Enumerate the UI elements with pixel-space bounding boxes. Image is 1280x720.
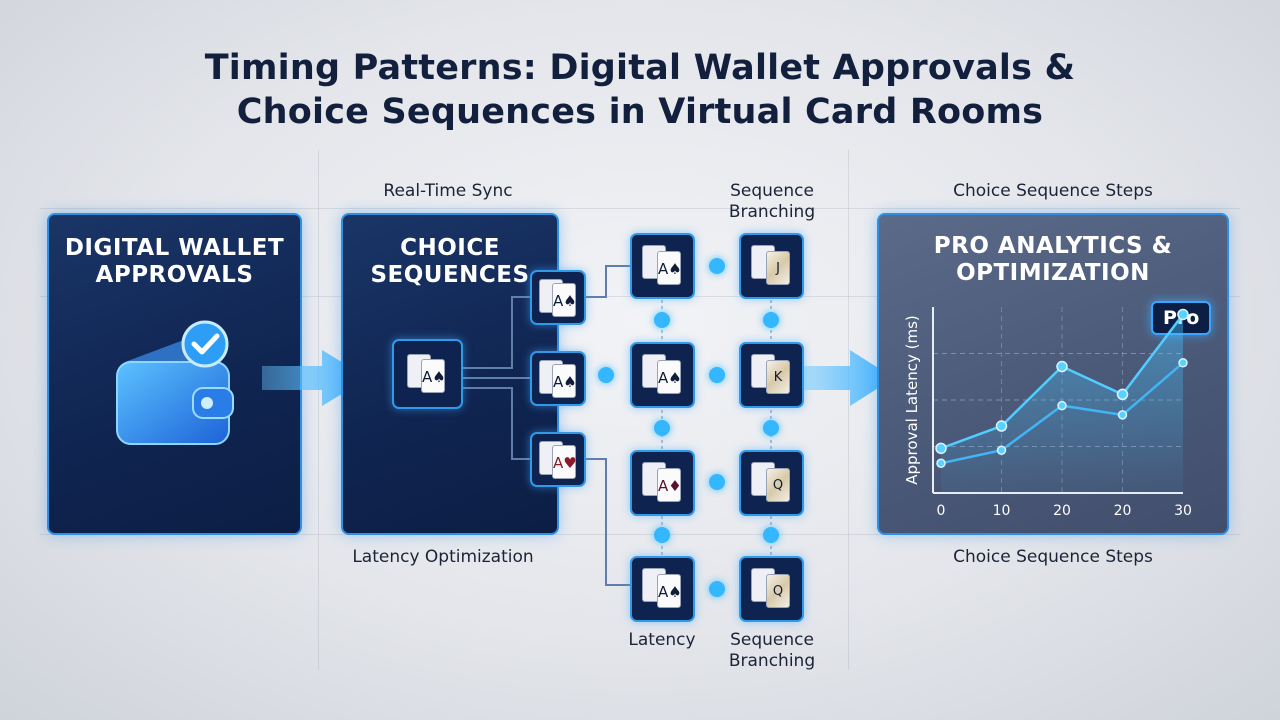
branch-node-1[interactable]: A♠ (530, 270, 586, 325)
chart-x-tick: 20 (1114, 503, 1132, 519)
chart-point (1177, 308, 1189, 321)
card-queen-face: Q (766, 468, 790, 502)
wallet-title-line-2: APPROVALS (95, 262, 254, 288)
wallet-check-icon (116, 320, 234, 445)
sync-dot (709, 581, 725, 597)
card-ace-spades: A♠ (552, 364, 577, 398)
label-sequence-branching-bottom: Sequence Branching (728, 630, 816, 671)
pro-title-line-2: OPTIMIZATION (956, 260, 1150, 286)
card-ace-spades: A♠ (657, 574, 682, 608)
wallet-panel-title: DIGITAL WALLET APPROVALS (49, 235, 300, 289)
choice-panel-title: CHOICE SEQUENCES (343, 235, 557, 289)
card-ace-spades: A♠ (657, 251, 682, 285)
sync-dot (709, 258, 725, 274)
chart-y-label: Approval Latency (ms) (903, 315, 921, 485)
wallet-title-line-1: DIGITAL WALLET (64, 235, 285, 261)
wallet-panel: DIGITAL WALLET APPROVALS (47, 213, 302, 535)
chart-point (1117, 410, 1128, 420)
label-sequence-branching-top: Sequence Branching (728, 181, 816, 222)
label-real-time-sync: Real-Time Sync (383, 181, 513, 201)
chart-point (1178, 358, 1188, 368)
sync-dot (654, 420, 670, 436)
grid-line (40, 208, 1240, 209)
pro-panel: PRO ANALYTICS & OPTIMIZATION Pro Approva… (877, 213, 1229, 535)
card-king-face: K (766, 360, 790, 394)
arrow-right-icon (804, 350, 894, 406)
card-ace-diamonds: A♦ (657, 468, 682, 502)
sequence-node-r4c1[interactable]: A♠ (630, 556, 695, 622)
chart-point (996, 445, 1007, 455)
chart-point (935, 442, 947, 455)
chart-x-tick: 10 (993, 503, 1011, 519)
label-latency-optimization: Latency Optimization (352, 547, 534, 567)
sequence-node-r2c1[interactable]: A♠ (630, 342, 695, 408)
chart-point (995, 420, 1008, 432)
grid-line (40, 534, 1240, 535)
sequence-node-r3c1[interactable]: A♦ (630, 450, 695, 516)
sync-dot (598, 367, 614, 383)
pro-panel-title: PRO ANALYTICS & OPTIMIZATION (879, 233, 1227, 287)
sequence-node-r4c2[interactable]: Q (739, 556, 804, 622)
pro-title-line-1: PRO ANALYTICS & (933, 233, 1173, 259)
branch-node-3[interactable]: A♥ (530, 432, 586, 487)
chart-point (936, 458, 946, 468)
sequence-node-r1c2[interactable]: J (739, 233, 804, 299)
chart-x-tick: 20 (1053, 503, 1071, 519)
card-jack-face: J (766, 251, 790, 285)
chart-x-tick: 30 (1174, 503, 1192, 519)
title-line-1: Timing Patterns: Digital Wallet Approval… (204, 48, 1076, 88)
label-latency-bottom: Latency (628, 630, 696, 650)
chart-point (1057, 400, 1067, 411)
chart-x-tick: 0 (937, 503, 946, 519)
sequence-node-r3c2[interactable]: Q (739, 450, 804, 516)
grid-line (318, 150, 319, 670)
grid-line (848, 150, 849, 670)
card-queen-face: Q (766, 574, 790, 608)
sync-dot (654, 527, 670, 543)
branch-node-2[interactable]: A♠ (530, 351, 586, 406)
label-choice-steps-bottom: Choice Sequence Steps (953, 547, 1153, 567)
sync-dot (709, 474, 725, 490)
sync-dot (709, 367, 725, 383)
label-choice-steps-top: Choice Sequence Steps (953, 181, 1153, 201)
chart-point (1056, 360, 1068, 373)
chart-point (1116, 388, 1129, 401)
sync-dot (763, 527, 779, 543)
sync-dot (654, 312, 670, 328)
choice-title-line-1: CHOICE (400, 235, 500, 261)
title-line-2: Choice Sequences in Virtual Card Rooms (236, 92, 1044, 132)
card-ace-hearts: A♥ (552, 445, 577, 479)
card-ace-spades: A♠ (657, 360, 682, 394)
choice-title-line-2: SEQUENCES (370, 262, 530, 288)
card-ace-spades: A♠ (552, 283, 577, 317)
sync-dot (763, 312, 779, 328)
card-ace-spades: A♠ (421, 359, 446, 393)
choice-start-node[interactable]: A♠ (392, 339, 463, 409)
sequence-node-r1c1[interactable]: A♠ (630, 233, 695, 299)
sequence-node-r2c2[interactable]: K (739, 342, 804, 408)
sync-dot (763, 420, 779, 436)
page-title: Timing Patterns: Digital Wallet Approval… (0, 46, 1280, 134)
latency-chart: Approval Latency (ms) 0 10 20 20 30 (903, 307, 1192, 519)
